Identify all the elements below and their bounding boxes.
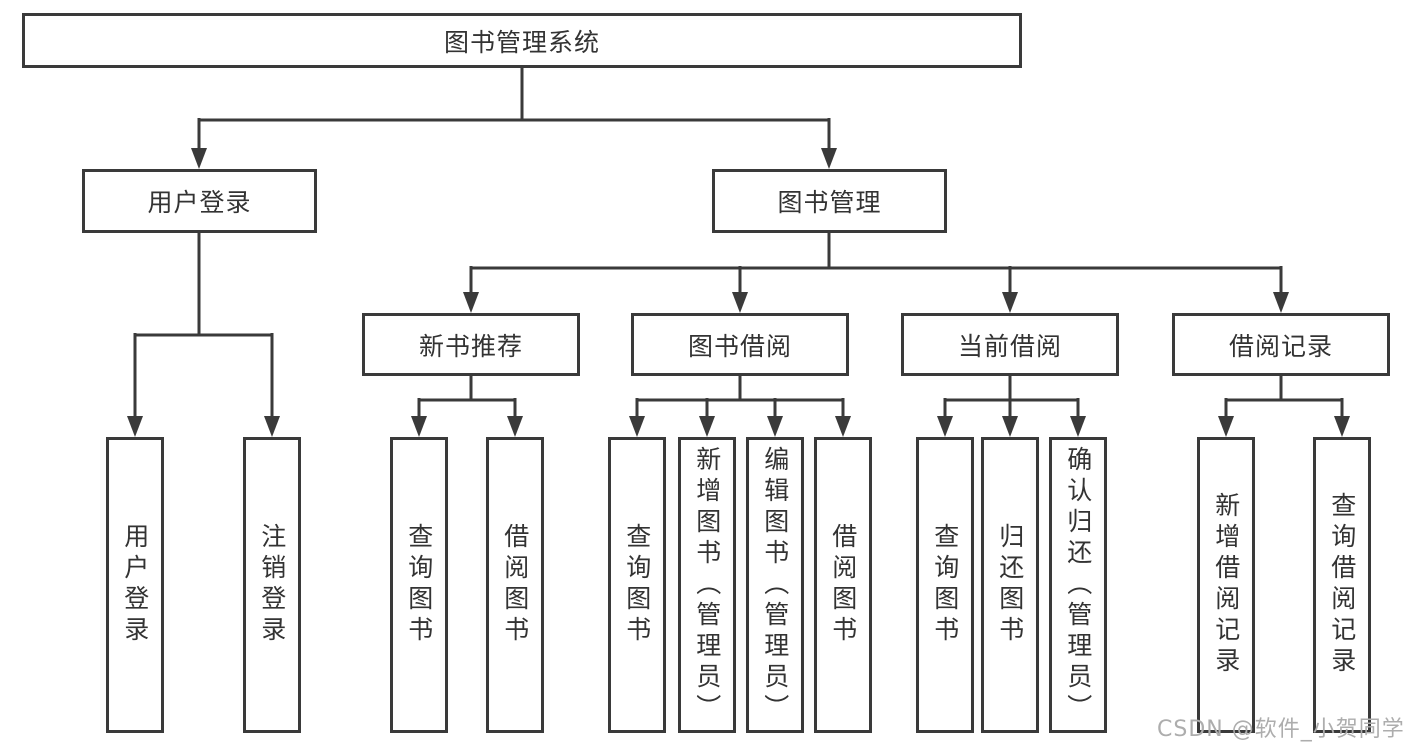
edge-newbook-to-leaves bbox=[417, 376, 517, 420]
leaf-label: 注销登录 bbox=[257, 523, 287, 647]
node-current-borrow: 当前借阅 bbox=[901, 313, 1119, 376]
leaf-label: 确认归还（管理员） bbox=[1063, 445, 1093, 725]
arrowhead bbox=[1334, 416, 1350, 437]
node-leaf-current-return: 归还图书 bbox=[981, 437, 1039, 733]
arrowhead bbox=[264, 416, 280, 437]
node-user-login: 用户登录 bbox=[82, 169, 317, 233]
node-borrow-record: 借阅记录 bbox=[1172, 313, 1390, 376]
node-root-title: 图书管理系统 bbox=[22, 13, 1022, 68]
node-leaf-borrow-query: 查询图书 bbox=[608, 437, 666, 733]
leaf-label: 借阅图书 bbox=[828, 523, 858, 647]
edge-root-to-level2 bbox=[197, 68, 831, 152]
node-book-management: 图书管理 bbox=[712, 169, 947, 233]
leaf-label: 查询图书 bbox=[404, 523, 434, 647]
arrowhead bbox=[411, 416, 427, 437]
node-new-book-recommend: 新书推荐 bbox=[362, 313, 580, 376]
arrowhead bbox=[732, 292, 748, 313]
node-leaf-borrow-edit-admin: 编辑图书（管理员） bbox=[746, 437, 804, 733]
arrowhead bbox=[1002, 416, 1018, 437]
node-leaf-current-query: 查询图书 bbox=[916, 437, 974, 733]
node-leaf-current-confirm-admin: 确认归还（管理员） bbox=[1049, 437, 1107, 733]
leaf-label: 新增图书（管理员） bbox=[692, 445, 722, 725]
arrowhead bbox=[767, 416, 783, 437]
arrowhead bbox=[937, 416, 953, 437]
arrowhead bbox=[1070, 416, 1086, 437]
node-leaf-newbook-borrow: 借阅图书 bbox=[486, 437, 544, 733]
leaf-label: 新增借阅记录 bbox=[1211, 492, 1241, 678]
arrowhead bbox=[1002, 292, 1018, 313]
leaf-label: 编辑图书（管理员） bbox=[760, 445, 790, 725]
arrowhead bbox=[835, 416, 851, 437]
node-leaf-record-add: 新增借阅记录 bbox=[1197, 437, 1255, 733]
leaf-label: 借阅图书 bbox=[500, 523, 530, 647]
node-leaf-logout: 注销登录 bbox=[243, 437, 301, 733]
edge-bookmgmt-to-level3 bbox=[469, 233, 1283, 296]
arrowhead bbox=[1273, 292, 1289, 313]
arrowhead bbox=[821, 148, 837, 169]
node-leaf-borrow-add-admin: 新增图书（管理员） bbox=[678, 437, 736, 733]
arrowhead bbox=[1218, 416, 1234, 437]
node-leaf-user-login: 用户登录 bbox=[106, 437, 164, 733]
leaf-label: 归还图书 bbox=[995, 523, 1025, 647]
edge-userlogin-to-leaves bbox=[133, 233, 274, 420]
arrowhead bbox=[507, 416, 523, 437]
arrowhead bbox=[629, 416, 645, 437]
arrowhead bbox=[127, 416, 143, 437]
node-leaf-newbook-query: 查询图书 bbox=[390, 437, 448, 733]
leaf-label: 查询借阅记录 bbox=[1327, 492, 1357, 678]
arrowhead bbox=[191, 148, 207, 169]
leaf-label: 用户登录 bbox=[120, 523, 150, 647]
edge-currentborrow-to-leaves bbox=[943, 376, 1080, 420]
edge-borrowrecord-to-leaves bbox=[1224, 376, 1344, 420]
node-book-borrow: 图书借阅 bbox=[631, 313, 849, 376]
edge-bookborrow-to-leaves bbox=[635, 376, 845, 420]
node-leaf-borrow-borrow: 借阅图书 bbox=[814, 437, 872, 733]
node-leaf-record-query: 查询借阅记录 bbox=[1313, 437, 1371, 733]
arrowhead bbox=[699, 416, 715, 437]
csdn-watermark: CSDN @软件_小贺同学 bbox=[1157, 717, 1405, 742]
arrowhead bbox=[463, 292, 479, 313]
leaf-label: 查询图书 bbox=[930, 523, 960, 647]
leaf-label: 查询图书 bbox=[622, 523, 652, 647]
